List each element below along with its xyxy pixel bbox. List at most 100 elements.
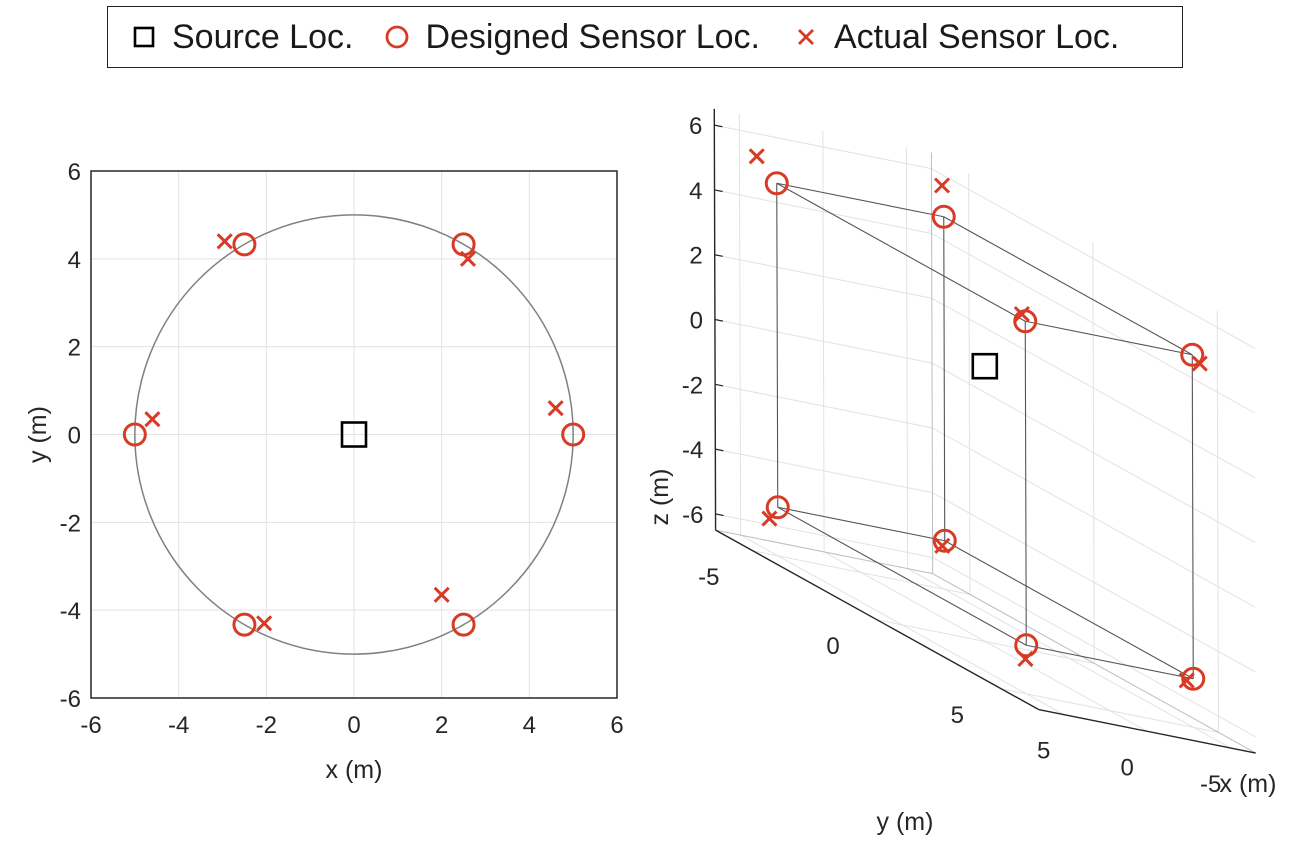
- z-tick-label: -6: [682, 502, 703, 529]
- x-axis-label: x (m): [326, 756, 383, 784]
- sensor-circle: [134, 214, 574, 655]
- z-tick: [714, 189, 723, 193]
- designed-sensor-marker: [1014, 633, 1039, 658]
- x-tick-label: -6: [80, 712, 101, 739]
- legend-item-designed: Designed Sensor Loc.: [379, 18, 760, 57]
- designed-sensor-marker: [932, 528, 957, 553]
- actual-sensor-marker: [433, 586, 450, 603]
- z-tick: [714, 318, 724, 322]
- actual-sensor-marker: [547, 400, 564, 417]
- designed-sensor-marker: [931, 204, 956, 229]
- back-edge-z: [930, 152, 934, 574]
- actual-sensor-marker: [1017, 650, 1034, 667]
- x-tick-label: -2: [256, 712, 277, 739]
- cube-edge: [776, 183, 779, 508]
- z-axis-label: z (m): [646, 469, 674, 526]
- x-axis-line: [1038, 708, 1256, 754]
- y-tick-label: -2: [60, 510, 81, 537]
- y-axis-line: [715, 529, 1039, 711]
- actual-sensor-marker: [144, 411, 161, 428]
- circle-marker-icon: [379, 19, 415, 55]
- y-tick-label: 6: [68, 159, 81, 186]
- grid-line-y-wall: [738, 113, 742, 536]
- plot-2d-frame: [90, 170, 618, 699]
- cube-edge: [1025, 320, 1193, 356]
- actual-sensor-marker: [933, 177, 951, 194]
- cube-edge: [776, 182, 944, 218]
- y-tick-label: 5: [1037, 738, 1050, 765]
- y-tick-label: 4: [68, 247, 81, 274]
- designed-sensor-marker: [765, 495, 790, 520]
- actual-sensor-marker: [459, 250, 477, 267]
- y-tick-label: 0: [1120, 754, 1133, 781]
- designed-sensor-marker: [232, 612, 257, 637]
- grid-line-y-floor: [740, 534, 1064, 715]
- back-edge-x: [932, 573, 1256, 754]
- cube-edge: [943, 216, 1193, 356]
- designed-sensor-marker: [764, 171, 789, 196]
- x-tick-label: 5: [951, 702, 964, 729]
- y-axis-label: y (m): [24, 406, 52, 463]
- z-tick: [714, 124, 723, 128]
- legend-item-actual: Actual Sensor Loc.: [788, 18, 1119, 57]
- actual-sensor-marker: [761, 510, 778, 527]
- designed-sensor-marker: [232, 232, 257, 257]
- cube-edge: [777, 506, 1027, 646]
- x-axis-label: x (m): [1220, 770, 1277, 798]
- z-tick-label: 0: [690, 308, 703, 335]
- cube-edge: [1191, 354, 1194, 679]
- grid-line-y-floor: [907, 568, 1231, 749]
- designed-sensor-marker: [122, 422, 147, 447]
- z-tick: [714, 254, 723, 257]
- grid-line-x-wall: [1092, 242, 1095, 664]
- y-tick-label: -6: [60, 686, 81, 713]
- legend-source-label: Source Loc.: [172, 17, 354, 56]
- y-tick-label: 2: [68, 335, 81, 362]
- legend-item-source: Source Loc.: [126, 18, 353, 57]
- legend: Source Loc. Designed Sensor Loc. Actual …: [107, 6, 1183, 68]
- z-tick-label: -4: [682, 437, 703, 464]
- x-tick-label: 0: [347, 712, 360, 739]
- designed-sensor-marker: [1181, 666, 1206, 691]
- grid-line-x-wall: [968, 173, 971, 595]
- designed-sensor-marker: [1180, 342, 1205, 367]
- cube-edge: [944, 540, 1194, 680]
- actual-sensor-marker: [748, 148, 765, 165]
- legend-actual-label: Actual Sensor Loc.: [834, 17, 1120, 56]
- cube-edge: [776, 182, 1026, 322]
- grid-line-x-wall: [1216, 311, 1219, 733]
- z-tick: [715, 448, 724, 452]
- x-tick-label: -5: [698, 564, 719, 591]
- cube-edge: [1026, 644, 1194, 680]
- back-edge-y: [715, 529, 933, 575]
- x-tick-label: 0: [826, 633, 839, 660]
- source-marker: [971, 352, 999, 380]
- x-tick-label: 4: [523, 712, 536, 739]
- z-tick-label: 6: [689, 113, 702, 140]
- actual-sensor-marker: [256, 615, 273, 632]
- cube-edge: [943, 216, 946, 541]
- cube-edge: [777, 506, 945, 542]
- z-tick-label: 2: [689, 243, 702, 270]
- square-marker-icon: [126, 19, 162, 55]
- actual-sensor-marker: [1013, 306, 1030, 323]
- x-tick-label: -4: [168, 712, 189, 739]
- designed-sensor-marker: [561, 422, 586, 447]
- x-tick-label: 6: [610, 712, 623, 739]
- x-tick-label: 2: [435, 712, 448, 739]
- z-tick: [715, 383, 724, 387]
- y-axis-label: y (m): [877, 808, 934, 836]
- cube-edge: [1024, 321, 1027, 646]
- actual-sensor-marker: [1191, 355, 1208, 372]
- legend-designed-label: Designed Sensor Loc.: [425, 17, 760, 56]
- z-tick: [715, 513, 724, 517]
- grid-line-y-wall: [822, 130, 825, 552]
- actual-sensor-marker: [934, 537, 951, 554]
- z-tick-label: -2: [682, 372, 703, 399]
- grid-line-y-floor: [823, 551, 1148, 732]
- z-tick-label: 4: [689, 178, 702, 205]
- y-tick-label: -4: [60, 598, 81, 625]
